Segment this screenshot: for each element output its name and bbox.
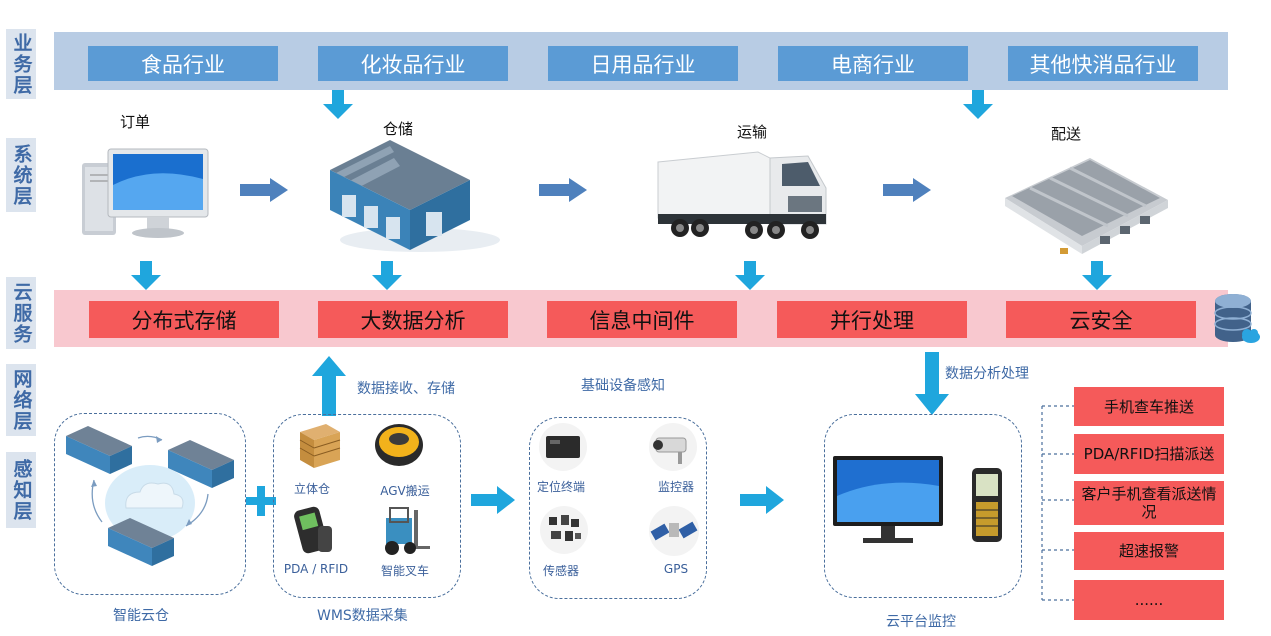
label-basic-sensing: 基础设备感知	[581, 378, 665, 394]
layer-label-business: 业务层	[6, 29, 36, 99]
label-data-analysis: 数据分析处理	[945, 366, 1029, 382]
wms-item-pda: PDA / RFID	[283, 562, 349, 576]
wms-item-agv: AGV搬运	[380, 484, 430, 498]
wms-group	[273, 414, 461, 598]
arrow-up-icon	[312, 356, 346, 416]
label-data-receive: 数据接收、存储	[357, 381, 455, 397]
cloud-box-bigdata: 大数据分析	[318, 301, 508, 338]
layer-label-cloud: 云服务	[6, 277, 36, 349]
system-caption-warehouse: 仓储	[383, 120, 414, 138]
group-label-cloud-monitor: 云平台监控	[886, 614, 956, 630]
right-item-more: ......	[1074, 580, 1224, 620]
business-box-food: 食品行业	[88, 46, 278, 81]
arrow-down-icon	[372, 261, 402, 290]
system-caption-transport: 运输	[737, 123, 768, 141]
gps-satellite-icon	[649, 506, 699, 556]
arrow-down-icon	[963, 90, 993, 119]
cloud-monitor-group	[824, 414, 1022, 598]
arrow-down-icon	[323, 90, 353, 119]
layer-label-text: 系统层	[10, 143, 33, 207]
camera-icon	[649, 423, 697, 471]
business-box-other: 其他快消品行业	[1008, 46, 1198, 81]
cloud-box-storage: 分布式存储	[89, 301, 279, 338]
layer-label-text: 网络层	[10, 368, 33, 432]
sensing-group	[529, 417, 707, 599]
cloud-box-middleware: 信息中间件	[547, 301, 737, 338]
arrow-right-icon	[539, 178, 587, 202]
arrow-down-long-icon	[915, 352, 949, 415]
arrow-down-icon	[735, 261, 765, 290]
database-icon	[1214, 294, 1260, 343]
cloud-box-parallel: 并行处理	[777, 301, 967, 338]
sensing-item-locator: 定位终端	[536, 480, 585, 494]
business-box-cosmetics: 化妆品行业	[318, 46, 508, 81]
sensing-item-monitor: 监控器	[657, 480, 694, 494]
group-label-wms: WMS数据采集	[317, 608, 408, 624]
monitor-icon	[833, 456, 943, 543]
right-item-phone-push: 手机查车推送	[1074, 387, 1224, 426]
sensing-item-gps: GPS	[663, 562, 689, 576]
plus-icon	[246, 486, 276, 516]
wms-item-stereo: 立体仓	[293, 482, 330, 496]
forklift-icon	[385, 507, 430, 555]
layer-label-system: 系统层	[6, 138, 36, 212]
wms-item-forklift: 智能叉车	[380, 564, 429, 578]
right-item-pda-scan: PDA/RFID扫描派送	[1074, 434, 1224, 474]
arrow-right-icon	[740, 486, 784, 514]
bracket-connector	[1041, 405, 1074, 601]
layer-label-perception: 感知层	[6, 452, 36, 528]
phone-icon	[972, 468, 1002, 542]
computer-icon	[82, 148, 209, 238]
system-caption-delivery: 配送	[1051, 125, 1082, 143]
arrow-right-icon	[883, 178, 931, 202]
right-item-customer-view: 客户手机查看派送情况	[1074, 481, 1224, 525]
business-box-daily: 日用品行业	[548, 46, 738, 81]
pda-icon	[294, 506, 332, 554]
distribution-center-icon	[1005, 158, 1168, 254]
cloud-box-security: 云安全	[1006, 301, 1196, 338]
arrow-down-icon	[1082, 261, 1112, 290]
locator-icon	[539, 423, 587, 471]
business-box-ecommerce: 电商行业	[778, 46, 968, 81]
warehouse-icon	[330, 140, 500, 252]
agv-icon	[375, 424, 423, 466]
arrow-right-icon	[471, 486, 515, 514]
right-item-speed-alarm: 超速报警	[1074, 532, 1224, 570]
sensor-icon	[540, 506, 588, 554]
arrow-right-icon	[240, 178, 288, 202]
sensing-item-sensor: 传感器	[542, 564, 579, 578]
group-label-smart-cloud: 智能云仓	[113, 608, 169, 624]
smart-cloud-diagram-icon	[66, 426, 234, 566]
layer-label-text: 业务层	[10, 32, 33, 96]
smart-cloud-group	[54, 413, 246, 595]
stereo-warehouse-icon	[299, 424, 341, 468]
system-caption-order: 订单	[120, 113, 151, 131]
layer-label-text: 云服务	[10, 281, 33, 345]
arrow-down-icon	[131, 261, 161, 290]
layer-label-network: 网络层	[6, 364, 36, 436]
truck-icon	[657, 151, 827, 239]
layer-label-text: 感知层	[10, 458, 33, 522]
